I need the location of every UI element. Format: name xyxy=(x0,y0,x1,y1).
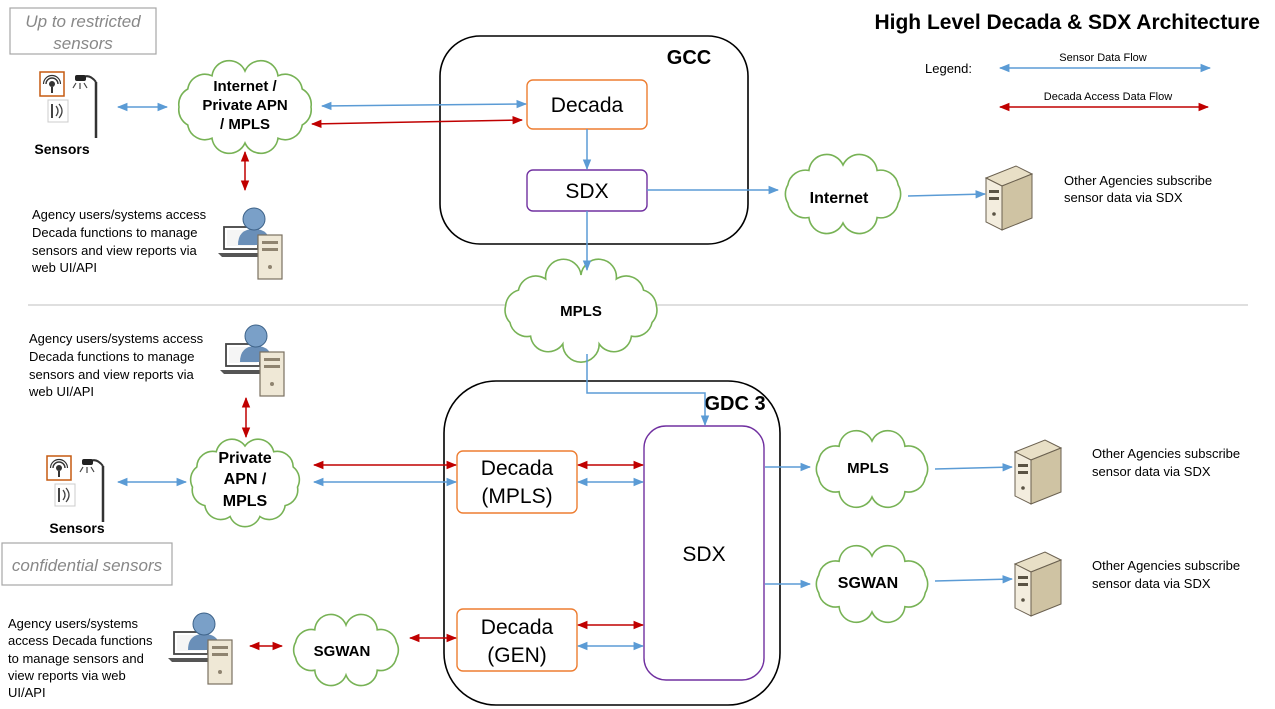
svg-text:Other Agencies subscribe: Other Agencies subscribe xyxy=(1064,173,1212,188)
svg-text:Decada: Decada xyxy=(481,616,554,639)
svg-text:sensor data via SDX: sensor data via SDX xyxy=(1064,190,1183,205)
gcc-region: GCC xyxy=(439,35,749,245)
flow-sgwan-right-to-server xyxy=(934,575,1014,584)
svg-text:Decada: Decada xyxy=(481,457,554,480)
svg-text:sensors and view reports via: sensors and view reports via xyxy=(29,367,195,382)
svg-text:SDX: SDX xyxy=(565,180,608,203)
cloud-label-internet-apn-1: Internet / xyxy=(213,78,277,95)
cloud-sgwan-left xyxy=(292,613,400,687)
restricted-sensors-note: Up to restricted sensors xyxy=(9,7,157,55)
cloud-internet xyxy=(784,153,902,235)
cloud-internet-apn xyxy=(177,59,313,155)
agency-mid-text: Agency users/systems access Decada funct… xyxy=(28,331,204,399)
clouds-layer xyxy=(177,59,929,687)
agency-top-text: Agency users/systems access Decada funct… xyxy=(31,207,207,275)
sdx-gcc-node: SDX xyxy=(526,169,648,212)
server-tower-icon-mid xyxy=(1013,439,1063,505)
decada-gcc-node: Decada xyxy=(526,79,648,130)
sensor-pole-icon-top xyxy=(39,71,98,138)
legend-label: Legend: xyxy=(925,61,972,76)
legend-access-flow-label: Decada Access Data Flow xyxy=(1044,91,1172,103)
sensors-mid-label: Sensors xyxy=(49,520,104,536)
decada-gen-node: Decada (GEN) xyxy=(456,608,578,672)
diagram-title: High Level Decada & SDX Architecture xyxy=(874,11,1260,34)
svg-text:Agency users/systems access: Agency users/systems access xyxy=(29,331,204,346)
cloud-label-sgwan-right: SGWAN xyxy=(838,575,898,592)
sdx-gdc3-node: SDX xyxy=(643,425,765,681)
sensor-pole-icon-mid xyxy=(46,455,105,522)
svg-text:view reports via web: view reports via web xyxy=(8,668,126,683)
svg-text:sensors: sensors xyxy=(53,34,113,53)
cloud-label-mpls-mid: MPLS xyxy=(560,303,602,320)
cloud-label-internet-apn-2: Private APN xyxy=(202,97,287,114)
flow-mpls-right-to-server xyxy=(934,463,1014,472)
legend-sensor-flow-label: Sensor Data Flow xyxy=(1059,52,1146,64)
svg-text:confidential sensors: confidential sensors xyxy=(12,556,163,575)
svg-text:Decada: Decada xyxy=(551,94,624,117)
gdc3-region: GDC 3 xyxy=(443,380,781,706)
cloud-sgwan-right xyxy=(815,544,929,624)
svg-text:SDX: SDX xyxy=(682,543,725,566)
svg-text:Agency users/systems access: Agency users/systems access xyxy=(32,207,207,222)
cloud-private-apn xyxy=(189,438,301,528)
subscribe-bottom-text: Other Agencies subscribe sensor data via… xyxy=(1092,558,1240,591)
cloud-label-internet-apn-3: / MPLS xyxy=(220,116,270,133)
svg-text:(MPLS): (MPLS) xyxy=(481,485,552,508)
cloud-label-private-apn-3: MPLS xyxy=(223,493,268,510)
user-workstation-icon-mid xyxy=(220,324,285,397)
cloud-label-sgwan-left: SGWAN xyxy=(314,643,371,660)
sensors-top-label: Sensors xyxy=(34,141,89,157)
cloud-label-internet: Internet xyxy=(810,190,869,207)
cloud-mpls-mid xyxy=(504,258,658,363)
svg-text:sensors and view reports via: sensors and view reports via xyxy=(32,243,198,258)
subscribe-mid-text: Other Agencies subscribe sensor data via… xyxy=(1092,446,1240,479)
svg-text:Decada functions to manage: Decada functions to manage xyxy=(32,225,198,240)
cloud-mpls-right xyxy=(815,429,929,509)
svg-text:Decada functions to manage: Decada functions to manage xyxy=(29,349,195,364)
server-tower-icon-bottom xyxy=(1013,551,1063,617)
flow-internet-to-server xyxy=(907,190,987,199)
cloud-label-private-apn-2: APN / xyxy=(224,471,267,488)
svg-text:sensor data via SDX: sensor data via SDX xyxy=(1092,576,1211,591)
cloud-label-mpls-right: MPLS xyxy=(847,460,889,477)
svg-text:Other Agencies subscribe: Other Agencies subscribe xyxy=(1092,558,1240,573)
svg-text:sensor data via SDX: sensor data via SDX xyxy=(1092,464,1211,479)
svg-text:Agency users/systems: Agency users/systems xyxy=(8,616,139,631)
decada-mpls-node: Decada (MPLS) xyxy=(456,450,578,514)
cloud-label-private-apn-1: Private xyxy=(218,450,271,467)
confidential-sensors-note: confidential sensors xyxy=(1,542,173,586)
server-tower-icon-top xyxy=(984,165,1034,231)
svg-text:to manage sensors and: to manage sensors and xyxy=(8,651,144,666)
flow-internet-apn-to-decada xyxy=(320,99,528,111)
user-workstation-icon-top xyxy=(218,207,283,280)
svg-text:Up to restricted: Up to restricted xyxy=(25,12,141,31)
svg-text:access Decada functions: access Decada functions xyxy=(8,633,153,648)
svg-text:web UI/API: web UI/API xyxy=(28,384,94,399)
svg-text:(GEN): (GEN) xyxy=(487,644,547,667)
svg-text:GCC: GCC xyxy=(667,47,711,69)
flow-mpls-mid-to-gdc3-sdx xyxy=(586,354,710,427)
svg-text:UI/API: UI/API xyxy=(8,685,46,700)
subscribe-top-text: Other Agencies subscribe sensor data via… xyxy=(1064,173,1212,205)
icons-layer xyxy=(39,71,1063,685)
svg-text:web UI/API: web UI/API xyxy=(31,260,97,275)
agency-bottom-text: Agency users/systems access Decada funct… xyxy=(8,616,153,700)
access-internet-apn-to-decada xyxy=(310,115,524,129)
svg-text:GDC 3: GDC 3 xyxy=(704,393,765,415)
svg-text:Other Agencies subscribe: Other Agencies subscribe xyxy=(1092,446,1240,461)
user-workstation-icon-bottom xyxy=(168,612,233,685)
